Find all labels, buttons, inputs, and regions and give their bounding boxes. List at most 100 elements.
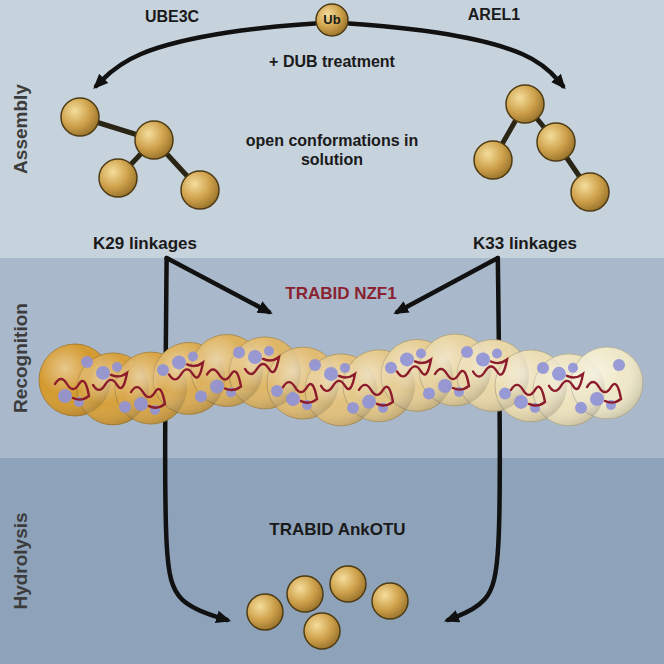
chain-label: K33 linkages: [422, 234, 628, 254]
filament-shading: [39, 344, 111, 416]
filament-sphere: [533, 354, 605, 426]
binding-patch: [476, 353, 490, 367]
filament-shading: [533, 354, 605, 426]
binding-patch: [552, 367, 566, 381]
filament-sphere: [267, 347, 339, 419]
chain-label: K29 linkages: [42, 234, 248, 254]
zinc-finger-ribbon: [207, 369, 241, 390]
zinc-finger-ribbon: [359, 385, 393, 406]
ubiquitin-circle: Ub: [315, 3, 349, 37]
binding-patch: [385, 362, 397, 374]
binding-patch: [423, 387, 435, 399]
filament-sphere: [191, 334, 263, 406]
linkage-stick: [525, 104, 556, 142]
filament-shading: [229, 337, 301, 409]
filament-sphere: [305, 354, 377, 426]
binding-patch: [537, 362, 549, 374]
filament-sphere: [343, 350, 415, 422]
binding-patch: [96, 366, 110, 380]
reaction-arrow: [167, 258, 269, 312]
binding-patch: [416, 348, 426, 358]
binding-patch: [150, 405, 160, 415]
chain-group: K33 linkages: [422, 86, 628, 258]
binding-patch: [134, 397, 148, 411]
binding-patch: [302, 400, 312, 410]
section-band: TRABID AnkOTUHydrolysis: [0, 458, 664, 664]
zinc-finger-ribbon: [131, 387, 165, 408]
filament-shading: [381, 339, 453, 411]
filament-shading: [495, 350, 567, 422]
zinc-finger-ribbon: [473, 360, 507, 377]
binding-patch: [233, 346, 245, 358]
binding-patch: [454, 387, 464, 397]
ubiquitin-sphere: [247, 594, 283, 630]
filament-surface: [39, 334, 643, 426]
filament-sphere: [457, 340, 529, 412]
reaction-arrow: [165, 258, 227, 620]
binding-patch: [340, 363, 350, 373]
ubiquitin-chain: [247, 566, 408, 649]
filament-shading: [153, 342, 225, 414]
ubiquitin-sphere: [571, 173, 609, 211]
binding-patch: [606, 400, 616, 410]
linkage-stick: [154, 140, 200, 190]
filament-shading: [305, 354, 377, 426]
linkage-stick: [556, 142, 590, 192]
linkage-stick: [493, 104, 525, 160]
ubiquitin-sphere: [135, 121, 173, 159]
binding-patch: [58, 389, 72, 403]
filament-sphere: [39, 344, 111, 416]
ubiquitin-sphere: [181, 171, 219, 209]
ubiquitin-label: Ub: [323, 13, 340, 28]
ubiquitin-sphere: [372, 583, 408, 619]
ubiquitin-chain: [474, 85, 609, 211]
ubiquitin-sphere: [316, 4, 348, 36]
enzyme-label: UBE3C: [145, 7, 199, 26]
filament-shading: [571, 347, 643, 419]
ubiquitin-sphere: [330, 566, 366, 602]
binding-patch: [119, 401, 131, 413]
filament-sphere: [115, 352, 187, 424]
filament-sphere: [77, 353, 149, 425]
binding-patch: [157, 364, 169, 376]
binding-patch: [172, 355, 186, 369]
domain-label: TRABID AnkOTU: [227, 520, 448, 540]
zinc-finger-ribbon: [397, 359, 431, 376]
section-band: TRABID NZF1Recognition: [0, 258, 664, 458]
reaction-arrow: [448, 258, 500, 620]
enzyme-label: AREL1: [468, 5, 520, 24]
filament-shading: [267, 347, 339, 419]
domain-label: TRABID NZF1: [22, 284, 660, 304]
band-ground: [0, 458, 664, 664]
zinc-finger-ribbon: [93, 373, 127, 390]
reaction-arrow: [397, 258, 498, 312]
binding-patch: [568, 363, 578, 373]
binding-patch: [347, 402, 359, 414]
binding-patch: [264, 346, 274, 356]
linkage-stick: [118, 140, 154, 178]
band-ground: [0, 0, 664, 258]
binding-patch: [286, 392, 300, 406]
binding-patch: [378, 403, 388, 413]
binding-patch: [195, 390, 207, 402]
zinc-finger-ribbon: [587, 382, 621, 403]
binding-patch: [575, 402, 587, 414]
binding-patch: [112, 362, 122, 372]
filament-sphere: [153, 342, 225, 414]
binding-patch: [309, 359, 321, 371]
zinc-finger-ribbon: [321, 374, 355, 391]
binding-patch: [188, 351, 198, 361]
zinc-finger-ribbon: [549, 374, 583, 391]
filament-sphere: [495, 350, 567, 422]
filament-shading: [115, 352, 187, 424]
binding-patch: [613, 359, 625, 371]
binding-patch: [210, 379, 224, 393]
filament-sphere: [381, 339, 453, 411]
filament-shading: [419, 334, 491, 406]
binding-patch: [514, 395, 528, 409]
filament-shading: [457, 340, 529, 412]
chain-group: K29 linkages: [42, 86, 248, 258]
binding-patch: [438, 379, 452, 393]
